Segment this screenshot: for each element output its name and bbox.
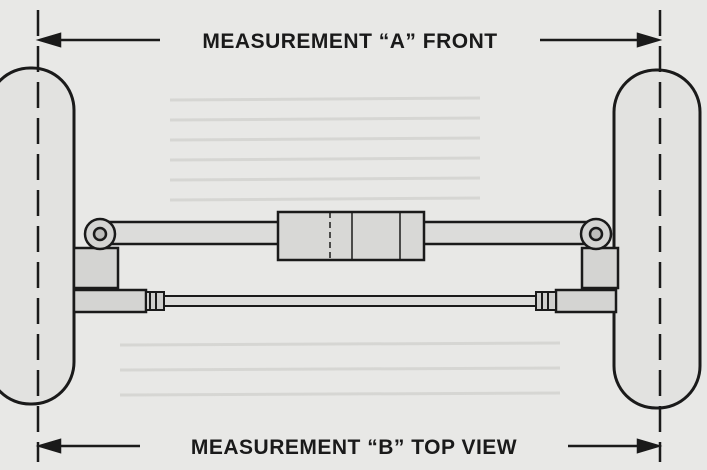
left-steering-knuckle	[72, 217, 148, 314]
page-texture	[119, 96, 561, 397]
right-tire	[612, 68, 702, 410]
tie-rod	[149, 295, 541, 307]
measurement-b-dimension	[35, 438, 663, 454]
axle-center-housing	[276, 210, 426, 262]
right-tie-rod-end	[535, 291, 557, 311]
measurement-b-label: MEASUREMENT “B” TOP VIEW	[191, 436, 517, 459]
left-tie-rod-end	[145, 291, 165, 311]
measurement-a-dimension	[35, 32, 663, 48]
measurement-a-label: MEASUREMENT “A” FRONT	[202, 30, 497, 53]
